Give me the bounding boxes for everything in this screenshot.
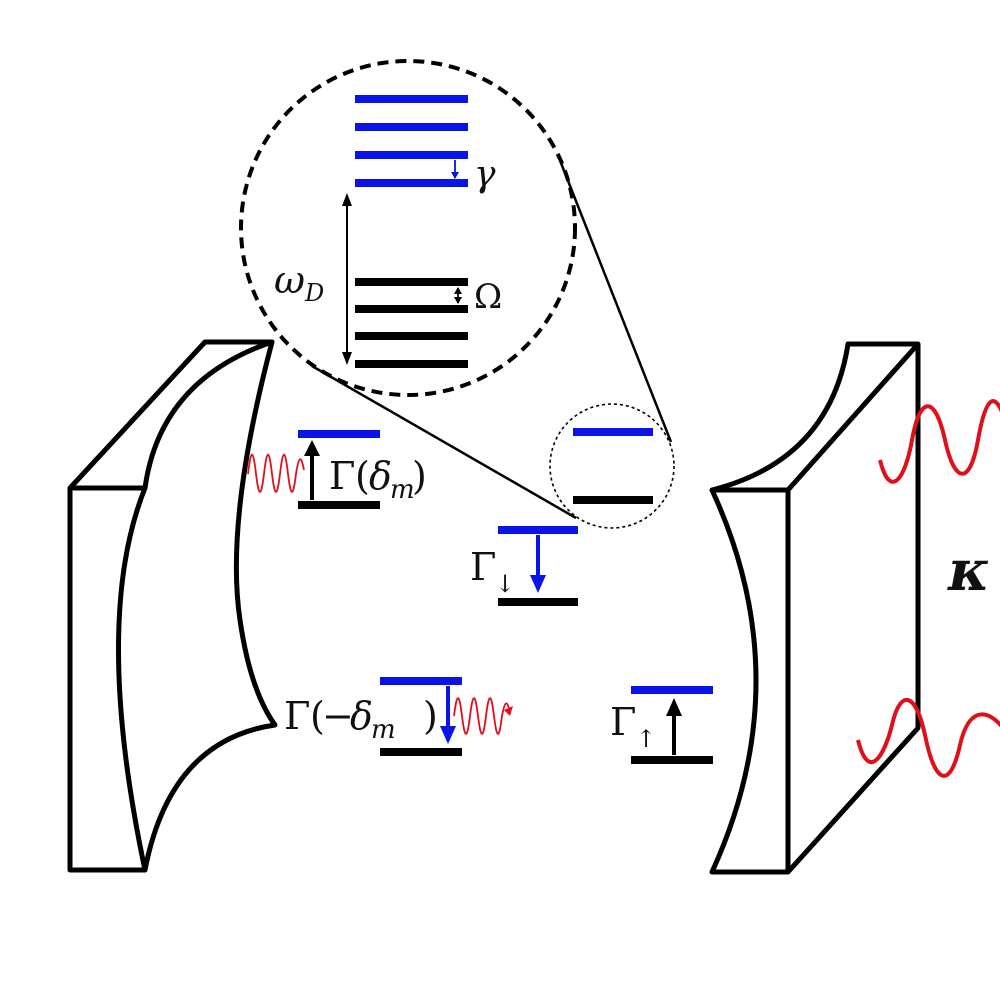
zoom-circle-large (239, 59, 577, 397)
photon-icon (878, 399, 1000, 484)
svg-text:(: ( (355, 454, 370, 498)
svg-text:): ) (412, 454, 427, 498)
photon-icon (856, 698, 1000, 778)
svg-text:δ: δ (369, 454, 392, 498)
omega-d-label: ω D (274, 258, 324, 307)
photon-arrowhead-icon (504, 706, 513, 716)
gamma-delta-label: Γ ( δ m ) (329, 454, 427, 505)
svg-text:Γ: Γ (610, 700, 636, 744)
atom-pump (631, 686, 713, 764)
left-mirror-icon (67, 339, 278, 873)
svg-text:↑: ↑ (636, 725, 656, 753)
omega-spacing-arrow-icon (454, 287, 462, 304)
svg-text:D: D (304, 279, 324, 307)
svg-text:−: − (322, 694, 354, 738)
gamma-spacing-label: γ (474, 154, 496, 195)
svg-text:Γ: Γ (470, 545, 496, 589)
gamma-minus-delta-label: Γ ( − δ m ) (284, 694, 438, 745)
svg-text:m: m (371, 715, 396, 745)
svg-text:δ: δ (350, 694, 373, 738)
svg-text:Γ: Γ (284, 694, 310, 738)
photon-icon (453, 697, 511, 735)
omega-d-arrow-icon (342, 193, 352, 365)
svg-text:↓: ↓ (495, 570, 515, 598)
svg-text:ω: ω (274, 258, 305, 302)
photon-icon (247, 453, 305, 493)
svg-text:Γ: Γ (329, 454, 355, 498)
gamma-spacing-arrow-icon (451, 160, 459, 179)
zoom-circle-small (549, 403, 675, 529)
svg-text:m: m (390, 475, 415, 505)
atom-decay (498, 526, 578, 606)
omega-spacing-label: Ω (474, 277, 502, 317)
zoom-connector-upper (559, 162, 673, 443)
zoom-connector-lower (311, 364, 577, 520)
gamma-up-label: Γ ↑ (610, 700, 656, 753)
svg-text:(: ( (310, 694, 325, 738)
kappa-label: κ (947, 538, 990, 604)
gamma-down-label: Γ ↓ (470, 545, 515, 598)
svg-text:): ) (423, 694, 438, 738)
right-mirror-icon (709, 341, 921, 875)
excited-manifold (355, 95, 468, 187)
atom-absorption (298, 430, 380, 509)
atom-emission (380, 677, 462, 756)
ground-manifold (355, 278, 468, 368)
